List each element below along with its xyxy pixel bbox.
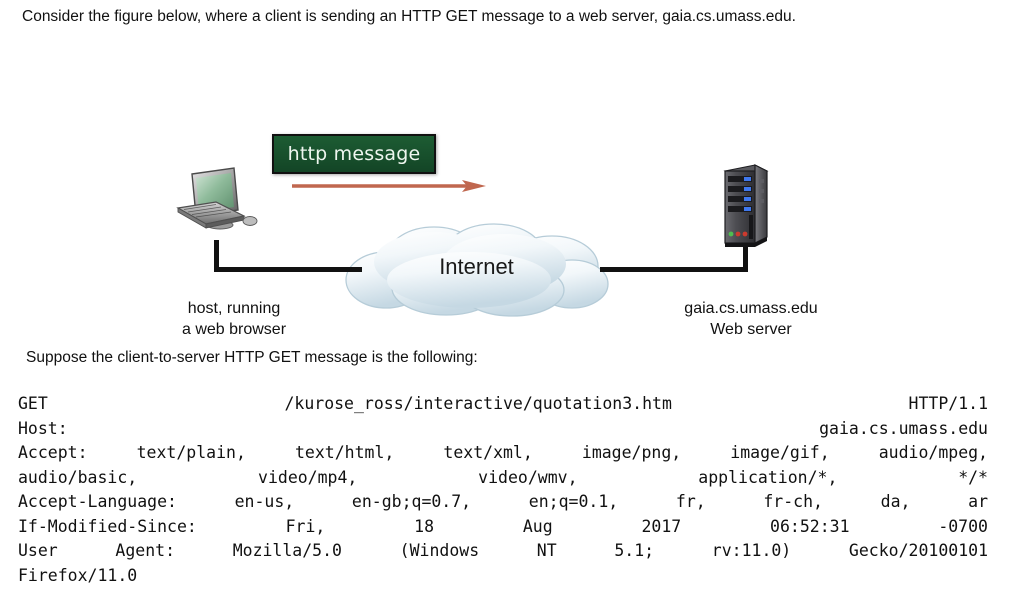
http-message-line: GET /kurose_ross/interactive/quotation3.… (18, 394, 988, 413)
server-wire-horizontal (600, 267, 748, 272)
web-server-icon (719, 161, 771, 249)
host-caption-line-2: a web browser (181, 321, 287, 338)
http-message-banner: http message (272, 134, 436, 174)
internet-cloud-icon (334, 222, 619, 318)
host-caption-line-1: host, running (187, 300, 281, 317)
server-caption: gaia.cs.umass.edu Web server (640, 298, 862, 340)
message-direction-arrow (292, 179, 486, 193)
host-computer-icon (172, 166, 272, 244)
host-wire-horizontal (214, 267, 362, 272)
network-figure: http message (0, 58, 1024, 338)
http-request-message: GET /kurose_ross/interactive/quotation3.… (18, 392, 988, 588)
http-message-line: Accept-Language: en-us, en-gb;q=0.7, en;… (18, 492, 988, 511)
host-caption: host, running a web browser (143, 298, 325, 340)
http-message-line: User Agent: Mozilla/5.0 (Windows NT 5.1;… (18, 541, 988, 560)
host-wire-vertical (214, 240, 219, 272)
server-caption-line-1: gaia.cs.umass.edu (684, 300, 818, 317)
http-message-line: Firefox/11.0 (18, 565, 138, 585)
intro-paragraph: Consider the figure below, where a clien… (22, 8, 796, 25)
http-message-line: Host: gaia.cs.umass.edu (18, 418, 988, 438)
http-message-line: Accept: text/plain, text/html, text/xml,… (18, 443, 988, 462)
http-message-banner-label: http message (287, 143, 421, 165)
server-wire-vertical (743, 244, 748, 272)
http-message-line: audio/basic, video/mp4, video/wmv, appli… (18, 467, 988, 487)
suppose-paragraph: Suppose the client-to-server HTTP GET me… (26, 349, 478, 366)
http-message-line: If-Modified-Since: Fri, 18 Aug 2017 06:5… (18, 516, 988, 536)
server-caption-line-2: Web server (710, 321, 792, 338)
